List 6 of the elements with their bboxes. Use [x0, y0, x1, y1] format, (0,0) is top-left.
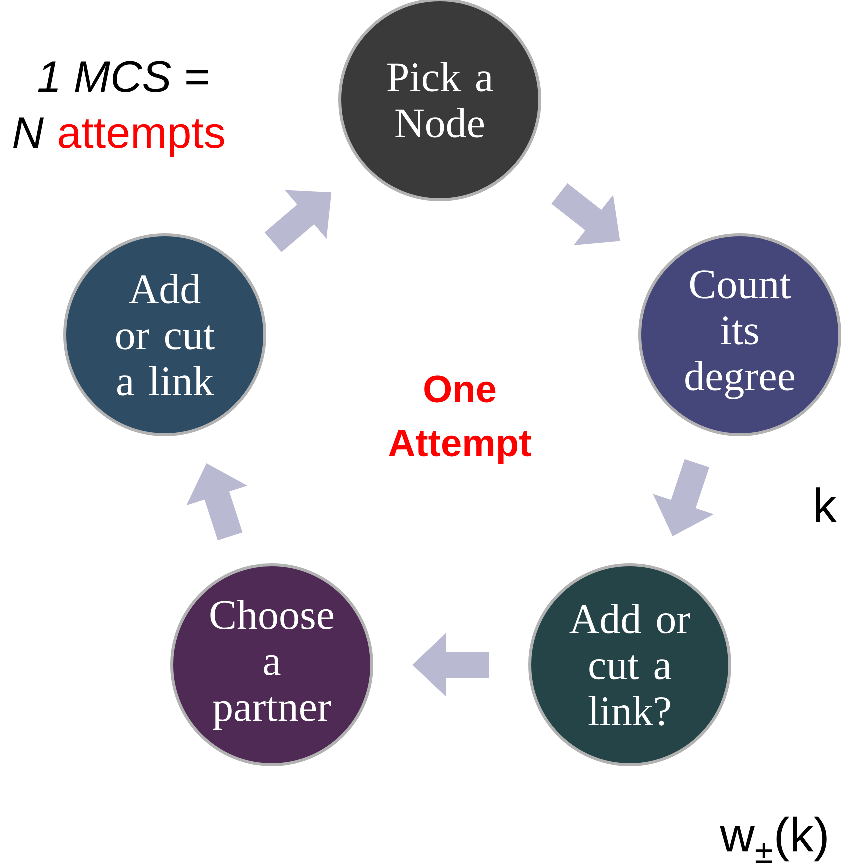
label-text: One Attempt — [389, 376, 532, 464]
label-text: k — [816, 488, 838, 522]
label-text: 1 MCS = — [38, 61, 208, 92]
label-text: w$_{±}$(k) — [720, 816, 827, 864]
label-text: N — [14, 118, 44, 148]
label-text: attempts — [59, 120, 224, 158]
